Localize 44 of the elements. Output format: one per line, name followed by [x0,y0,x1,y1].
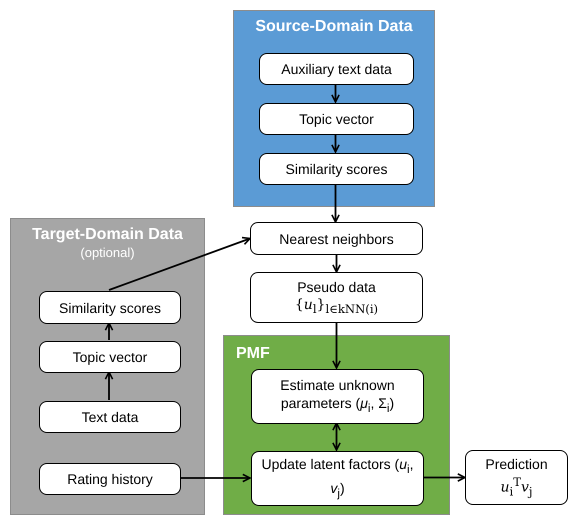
box-label: Similarity scores [286,160,388,178]
process-box [259,103,414,135]
box-label: Text data [82,408,138,426]
box-label: Nearest neighbors [279,230,394,248]
box-label: Rating history [67,470,153,488]
arrow [332,422,341,451]
group-panel [10,218,205,515]
formula: u$_{i}$$^{T}$v$_{j}$ [500,474,533,500]
arrow [108,236,251,291]
process-box [39,291,181,324]
process-box [465,450,568,505]
group-title: PMF [236,344,270,364]
box-label: Auxiliary text data [281,60,392,78]
process-box [251,451,424,506]
box-label: Update latent factors (u$_{i}$, v$_{j}$) [260,454,415,502]
box-label: Similarity scores [59,298,161,316]
arrow [332,255,341,273]
box-label: Estimate unknown parameters (μ$_{i}$, Σ$_{i}$) [279,376,396,416]
group-title: Target-Domain Data [32,225,183,245]
box-label: Topic vector [299,110,374,128]
process-box [39,401,181,433]
group-subtitle: (optional) [80,245,135,261]
arrow [104,322,114,340]
arrow [331,184,340,223]
arrow [180,474,251,482]
process-box [39,463,181,495]
process-box [251,369,424,424]
group-panel [233,10,435,207]
box-label: Prediction [485,454,548,473]
arrow [332,323,341,369]
formula: {u$_{l}$}$_{l∈kNN(i)}$ [294,296,378,318]
group-title: Source-Domain Data [255,17,413,37]
box-label: Pseudo data [297,278,376,296]
process-box [39,341,181,373]
box-label: Topic vector [72,348,148,366]
process-box [250,272,423,323]
arrow [331,134,340,153]
process-box [259,153,414,185]
arrow [423,473,466,482]
group-panel [223,335,450,515]
process-box [259,53,414,85]
arrow [104,371,114,400]
process-box [250,222,423,255]
arrow [331,84,340,103]
